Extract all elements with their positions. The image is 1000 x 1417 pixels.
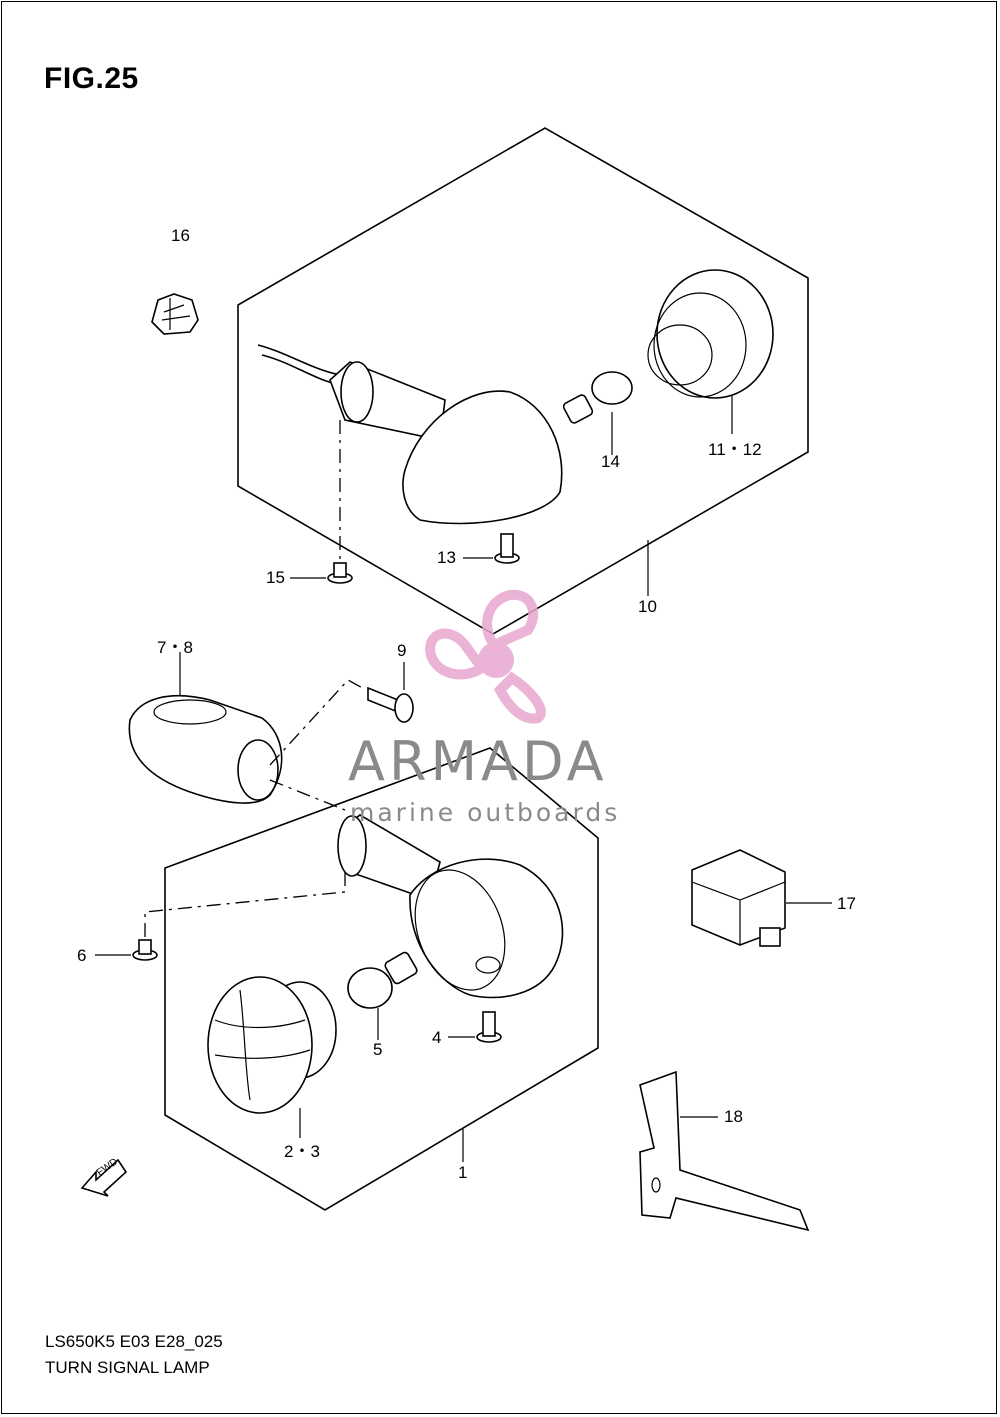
callout-17: 17 [837, 894, 856, 913]
fwd-arrow-icon [80, 1158, 128, 1197]
callout-16: 16 [171, 226, 190, 245]
relay-part-17 [691, 849, 832, 947]
lens-part-2-3 [207, 976, 337, 1138]
bolt-part-9 [367, 662, 414, 723]
bulb-part-14 [562, 371, 633, 455]
bracket-part-7-8 [128, 652, 283, 804]
callout-15: 15 [266, 568, 285, 587]
clip-part-16 [151, 293, 199, 335]
callout-6: 6 [77, 946, 87, 965]
figure-name: TURN SIGNAL LAMP [45, 1358, 210, 1377]
screw-part-4 [448, 1011, 502, 1043]
screw-part-6 [95, 939, 158, 961]
watermark-tagline: marine outboards [350, 798, 621, 827]
assembly-box-1 [164, 747, 599, 1211]
watermark-brand: ARMADA [348, 730, 608, 793]
callout-4: 4 [432, 1028, 442, 1047]
callout-5: 5 [373, 1040, 383, 1059]
screw-part-15 [290, 562, 353, 584]
screw-part-13 [463, 533, 520, 564]
callout-2-3: 2・3 [284, 1142, 320, 1161]
callout-10: 10 [638, 597, 657, 616]
upper-turn-signal-housing [257, 344, 563, 525]
lower-turn-signal-housing [337, 814, 564, 999]
callout-7-8: 7・8 [157, 638, 193, 657]
callout-18: 18 [724, 1107, 743, 1126]
propeller-logo-icon [424, 589, 546, 724]
lens-part-11-12 [647, 269, 774, 434]
callout-1: 1 [458, 1163, 468, 1182]
callout-13: 13 [437, 548, 456, 567]
bulb-part-5 [347, 951, 418, 1040]
callout-14: 14 [601, 452, 620, 471]
figure-title: FIG.25 [44, 62, 139, 95]
callout-9: 9 [397, 641, 407, 660]
assembly-box-10 [237, 127, 809, 635]
callout-11-12: 11・12 [708, 440, 762, 459]
figure-code: LS650K5 E03 E28_025 [45, 1332, 223, 1351]
bracket-part-18 [639, 1070, 810, 1232]
